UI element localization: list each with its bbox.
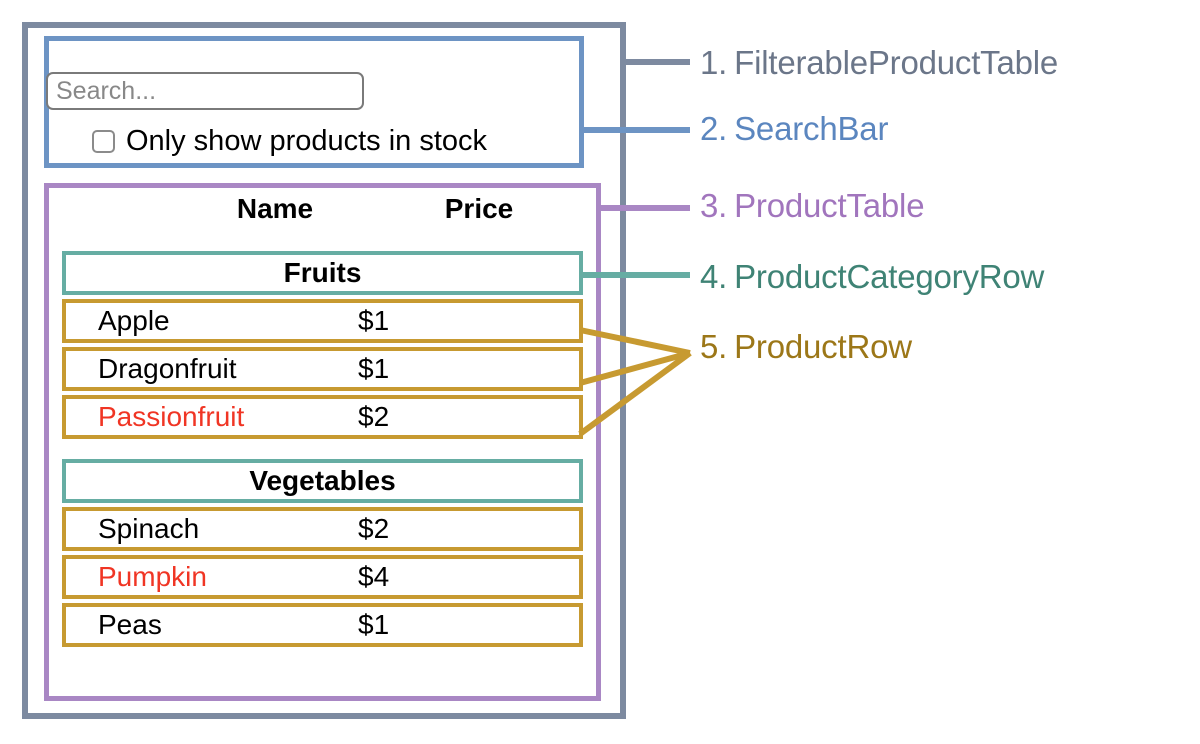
- group-spacer: [62, 443, 583, 459]
- legend-item-filterable-product-table: 1.FilterableProductTable: [700, 44, 1058, 82]
- legend-label: ProductTable: [734, 187, 925, 224]
- product-category-label: Vegetables: [249, 465, 396, 496]
- product-name: Peas: [98, 609, 162, 640]
- product-category-row: Vegetables: [62, 459, 583, 503]
- product-row[interactable]: Pumpkin $4: [62, 555, 583, 599]
- product-table-rows: Fruits Apple $1 Dragonfruit $1 Passionfr…: [62, 251, 583, 651]
- legend-label: ProductRow: [734, 328, 912, 365]
- product-name: Spinach: [98, 513, 200, 544]
- legend-number: 1.: [700, 44, 728, 81]
- legend-label: SearchBar: [734, 110, 889, 147]
- product-row[interactable]: Dragonfruit $1: [62, 347, 583, 391]
- product-price: $4: [358, 561, 390, 592]
- legend-label: ProductCategoryRow: [734, 258, 1045, 295]
- legend-item-product-table: 3.ProductTable: [700, 187, 925, 225]
- legend-number: 4.: [700, 258, 728, 295]
- product-row[interactable]: Peas $1: [62, 603, 583, 647]
- product-row[interactable]: Passionfruit $2: [62, 395, 583, 439]
- legend-label: FilterableProductTable: [734, 44, 1059, 81]
- product-price: $1: [358, 305, 390, 336]
- column-header-price: Price: [444, 193, 514, 224]
- product-row[interactable]: Spinach $2: [62, 507, 583, 551]
- product-name: Passionfruit: [98, 401, 245, 432]
- legend-number: 5.: [700, 328, 728, 365]
- stock-filter-label: Only show products in stock: [126, 125, 488, 157]
- column-header-cell: Price: [384, 193, 574, 225]
- product-category-row: Fruits: [62, 251, 583, 295]
- product-category-label: Fruits: [283, 257, 362, 288]
- legend-number: 2.: [700, 110, 728, 147]
- column-header-cell: Name: [180, 193, 370, 225]
- product-price: $1: [358, 353, 390, 384]
- legend-number: 3.: [700, 187, 728, 224]
- legend-item-search-bar: 2.SearchBar: [700, 110, 888, 148]
- column-header-name: Name: [236, 193, 314, 224]
- product-row[interactable]: Apple $1: [62, 299, 583, 343]
- legend-item-product-category-row: 4.ProductCategoryRow: [700, 258, 1044, 296]
- product-name: Apple: [98, 305, 170, 336]
- stock-filter-row[interactable]: Only show products in stock: [92, 126, 487, 156]
- product-price: $2: [358, 401, 390, 432]
- product-name: Pumpkin: [98, 561, 207, 592]
- product-table-header: Name Price: [44, 193, 591, 237]
- legend-item-product-row: 5.ProductRow: [700, 328, 912, 366]
- product-name: Dragonfruit: [98, 353, 237, 384]
- stock-filter-checkbox[interactable]: [92, 129, 115, 153]
- search-input[interactable]: [46, 72, 364, 110]
- product-price: $2: [358, 513, 390, 544]
- product-price: $1: [358, 609, 390, 640]
